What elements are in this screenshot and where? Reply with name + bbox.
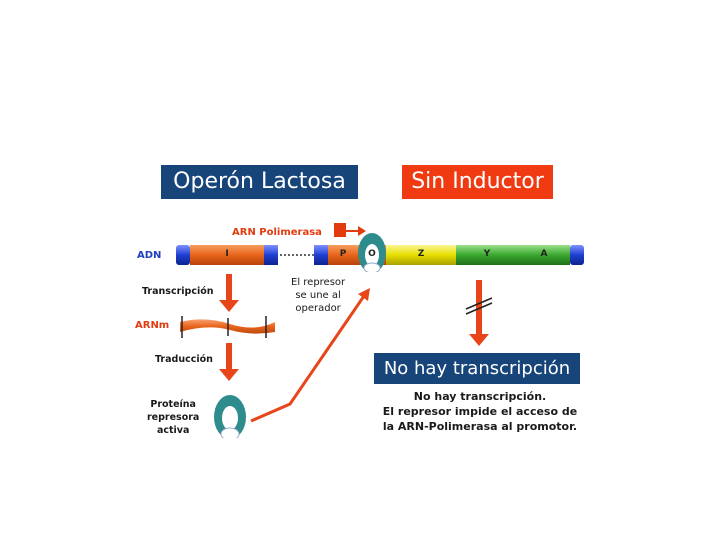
title-sin-inductor: Sin Inductor	[402, 165, 553, 199]
dna-end-left	[176, 245, 190, 265]
label-adn: ADN	[137, 250, 162, 261]
label-transcripcion: Transcripción	[142, 286, 214, 297]
dna-spacer-2	[314, 245, 328, 265]
label-arnm: ARNm	[135, 320, 170, 331]
gene-label-p: P	[339, 249, 347, 259]
gene-i	[190, 245, 264, 265]
transcription-arrow	[219, 274, 239, 312]
label-traduccion: Traducción	[155, 354, 213, 365]
gene-label-i: I	[225, 249, 229, 259]
dna-spacer-1	[264, 245, 278, 265]
repressor-bound-icon	[358, 233, 386, 280]
gene-z	[386, 245, 456, 265]
gene-a	[518, 245, 570, 265]
gene-label-z: Z	[417, 249, 425, 259]
label-proteina-represora: Proteína represora activa	[147, 399, 200, 436]
gene-y	[456, 245, 518, 265]
gene-label-o: O	[368, 249, 376, 259]
description-text: No hay transcripción. El represor impide…	[382, 390, 578, 433]
title-no-transcripcion: No hay transcripción	[374, 353, 580, 384]
repressor-protein-icon	[214, 395, 246, 446]
translation-arrow	[219, 343, 239, 381]
label-arn-polimerasa: ARN Polimerasa	[232, 227, 322, 238]
label-represor-une: El represor se une al operador	[291, 277, 346, 314]
binding-path-arrow	[250, 288, 370, 423]
arn-polimerasa-arrow	[334, 223, 366, 237]
gene-label-a: A	[540, 249, 548, 259]
blocked-transcription-arrow	[465, 280, 493, 346]
title-operon-lactosa: Operón Lactosa	[161, 165, 358, 199]
dna-end-right	[570, 245, 584, 265]
gene-label-y: Y	[483, 249, 491, 259]
arnm-strand	[180, 316, 275, 338]
gene-p	[328, 245, 358, 265]
